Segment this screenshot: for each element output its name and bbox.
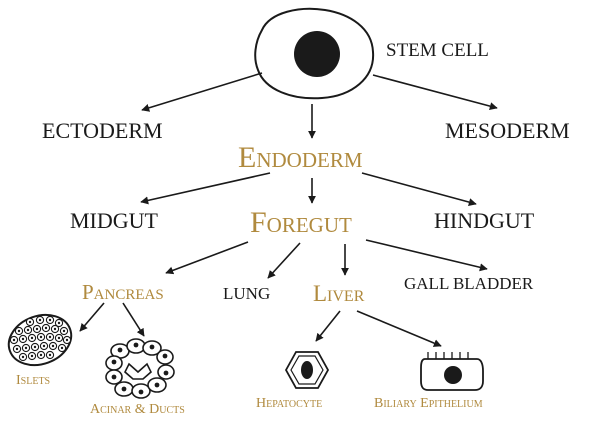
arrow-foregut-to-pancreas [166,242,248,273]
mesoderm-label: MESODERM [445,120,570,142]
liver-label: Liver [313,282,364,305]
stem-cell-icon [255,9,373,98]
endoderm-label: Endoderm [238,143,363,173]
stem-cell-label: STEM CELL [386,41,489,60]
arrow-liver-to-hepatocyte [316,311,340,341]
arrow-stem-to-mesoderm [373,75,497,108]
hepatocyte-label: Hepatocyte [256,397,322,411]
islets-label: Islets [16,374,50,388]
biliary-epithelium-label: Biliary Epithelium [374,397,483,411]
lung-label: LUNG [223,285,270,302]
arrow-stem-to-ectoderm [142,73,262,110]
hepatocyte-icon [286,352,328,388]
pancreas-label: Pancreas [82,282,164,303]
arrow-endoderm-to-midgut [141,173,270,202]
gall-bladder-label: GALL BLADDER [404,275,533,292]
arrow-pancreas-to-islets [80,303,104,331]
midgut-label: MIDGUT [70,210,158,232]
hindgut-label: HINDGUT [434,210,534,232]
islets-cell-icon [2,307,79,374]
arrow-endoderm-to-hindgut [362,173,476,204]
acinar-cell-icon [106,339,174,398]
arrow-pancreas-to-acinar [123,303,144,336]
acinar-ducts-label: Acinar & Ducts [90,403,185,417]
arrow-foregut-to-lung [268,243,300,278]
foregut-label: Foregut [250,208,352,238]
biliary-epithelium-icon [421,352,483,390]
arrow-foregut-to-gall-bladder [366,240,487,269]
ectoderm-label: ECTODERM [42,120,163,142]
arrow-liver-to-biliary [357,311,441,346]
